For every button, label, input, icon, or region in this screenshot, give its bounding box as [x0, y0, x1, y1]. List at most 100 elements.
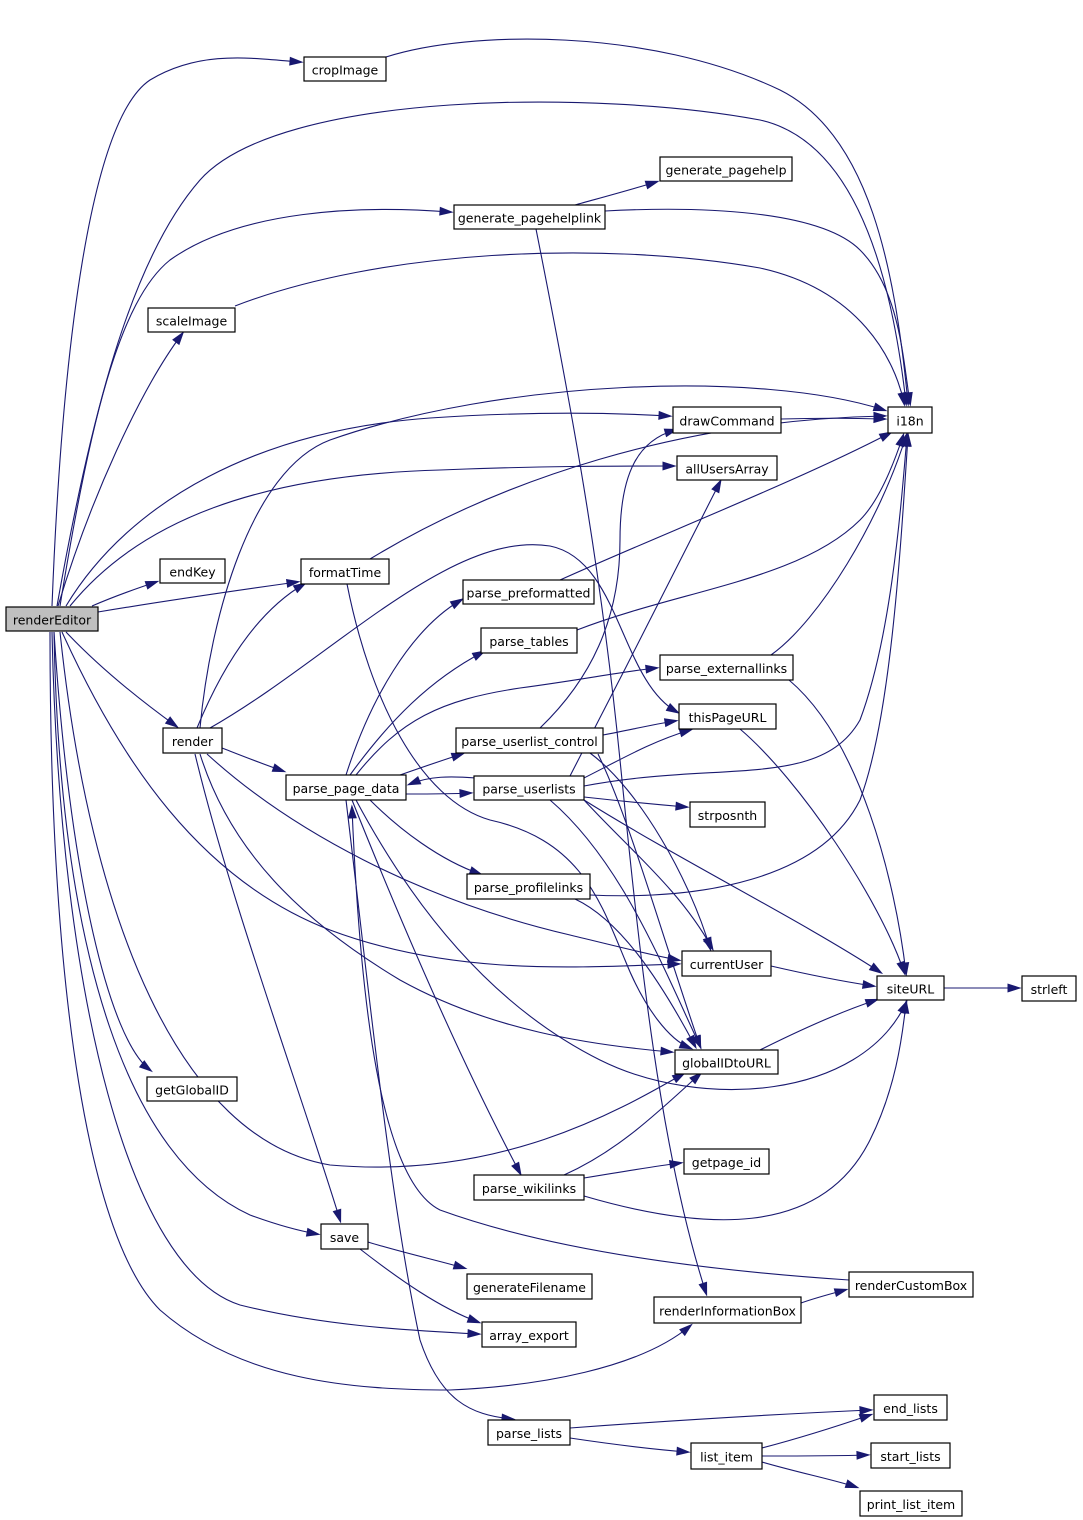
edge-line	[604, 208, 911, 404]
node-parse_lists[interactable]: parse_lists	[487, 1419, 571, 1446]
node-box	[859, 1490, 963, 1517]
edge-arrowhead	[452, 1260, 468, 1270]
node-formatTime[interactable]: formatTime	[300, 558, 390, 585]
node-parse_profilelinks[interactable]: parse_profilelinks	[466, 873, 591, 900]
node-box	[672, 406, 782, 434]
edge-line	[569, 1409, 871, 1429]
edge-currentUser-to-siteURL	[770, 965, 877, 989]
edge-arrowhead	[679, 1323, 693, 1337]
edge-line	[770, 435, 907, 656]
node-siteURL[interactable]: siteURL	[876, 975, 945, 1001]
edge-arrowhead	[903, 391, 913, 407]
node-allUsersArray[interactable]: allUsersArray	[676, 455, 778, 481]
edge-line	[788, 679, 907, 974]
node-generateFilename[interactable]: generateFilename	[466, 1273, 593, 1300]
edge-parse_preformatted-to-i18n	[559, 431, 894, 581]
node-parse_preformatted[interactable]: parse_preformatted	[462, 579, 595, 605]
edge-render-to-i18n	[199, 385, 888, 729]
edge-line	[367, 1241, 465, 1269]
edge-formatTime-to-i18n	[369, 411, 888, 560]
node-parse_userlists[interactable]: parse_userlists	[473, 775, 585, 801]
node-box	[159, 558, 226, 584]
node-box	[689, 801, 766, 828]
node-print_list_item[interactable]: print_list_item	[859, 1490, 963, 1517]
node-scaleImage[interactable]: scaleImage	[147, 307, 236, 333]
node-getGlobalID[interactable]: getGlobalID	[146, 1076, 238, 1102]
node-render[interactable]: render	[162, 727, 223, 754]
edge-line	[49, 631, 691, 1391]
edge-arrowhead	[645, 664, 660, 674]
edge-parse_userlists-to-strposnth	[583, 796, 690, 811]
node-cropImage[interactable]: cropImage	[303, 56, 387, 82]
node-renderInformationBox[interactable]: renderInformationBox	[653, 1296, 802, 1324]
node-globalIDtoURL[interactable]: globalIDtoURL	[674, 1049, 779, 1075]
node-box	[681, 950, 772, 977]
edge-arrowhead	[439, 206, 454, 216]
node-end_lists[interactable]: end_lists	[873, 1394, 948, 1421]
node-box	[147, 307, 236, 333]
node-renderEditor[interactable]: renderEditor	[5, 606, 99, 632]
node-label: renderCustomBox	[855, 1278, 967, 1293]
node-currentUser[interactable]: currentUser	[681, 950, 772, 977]
node-list_item[interactable]: list_item	[690, 1442, 763, 1470]
node-drawCommand[interactable]: drawCommand	[672, 406, 782, 434]
edge-line	[194, 753, 341, 1221]
edge-formatTime-to-globalIDtoURL	[346, 583, 694, 1050]
node-label: getpage_id	[692, 1155, 761, 1170]
node-parse_wikilinks[interactable]: parse_wikilinks	[473, 1174, 585, 1201]
node-array_export[interactable]: array_export	[481, 1321, 577, 1348]
edge-arrowhead	[896, 960, 906, 976]
node-getpage_id[interactable]: getpage_id	[683, 1148, 770, 1175]
edge-line	[59, 208, 451, 607]
edge-line	[53, 631, 151, 1071]
node-strposnth[interactable]: strposnth	[689, 801, 766, 828]
node-box	[1021, 975, 1077, 1002]
node-save[interactable]: save	[320, 1223, 369, 1250]
edge-arrowhead	[864, 998, 880, 1008]
edge-parse_externallinks-to-i18n	[770, 432, 908, 656]
node-i18n[interactable]: i18n	[887, 406, 933, 434]
edge-line	[61, 631, 679, 968]
edge-line	[569, 1437, 688, 1453]
node-label: endKey	[169, 565, 216, 580]
node-label: parse_externallinks	[666, 661, 787, 676]
edge-arrowhead	[667, 959, 682, 969]
node-renderCustomBox[interactable]: renderCustomBox	[848, 1271, 974, 1298]
node-box	[462, 579, 595, 605]
edge-render-to-formatTime	[196, 582, 308, 729]
edge-line	[351, 799, 521, 1174]
node-parse_userlist_control[interactable]: parse_userlist_control	[455, 727, 604, 754]
edge-arrowhead	[138, 1060, 153, 1073]
node-endKey[interactable]: endKey	[159, 558, 226, 584]
node-parse_page_data[interactable]: parse_page_data	[285, 774, 407, 801]
edge-parse_lists-to-end_lists	[569, 1405, 874, 1429]
node-box	[848, 1271, 974, 1298]
edge-list_item-to-start_lists	[761, 1450, 871, 1460]
edge-siteURL-to-strleft	[944, 983, 1022, 993]
node-label: save	[330, 1230, 360, 1245]
edge-scaleImage-to-i18n	[234, 252, 907, 407]
edge-renderEditor-to-allUsersArray	[69, 461, 677, 607]
node-generate_pagehelplink[interactable]: generate_pagehelplink	[453, 204, 606, 230]
edge-arrowhead	[449, 598, 465, 610]
edge-arrowhead	[662, 461, 677, 471]
node-parse_tables[interactable]: parse_tables	[480, 627, 578, 654]
edge-generate_pagehelplink-to-generate_pagehelp	[574, 180, 660, 206]
edge-line	[199, 753, 672, 1053]
edge-line	[589, 752, 711, 949]
node-label: globalIDtoURL	[682, 1056, 771, 1071]
node-label: render	[172, 734, 214, 749]
node-strleft[interactable]: strleft	[1021, 975, 1077, 1002]
node-generate_pagehelp[interactable]: generate_pagehelp	[659, 156, 793, 182]
node-start_lists[interactable]: start_lists	[870, 1442, 951, 1469]
edge-render-to-save	[194, 753, 342, 1224]
edge-arrowhead	[289, 56, 304, 66]
edge-render-to-currentUser	[206, 753, 682, 963]
edge-arrowhead	[897, 391, 907, 407]
node-label: parse_tables	[489, 634, 568, 649]
node-thisPageURL[interactable]: thisPageURL	[678, 703, 777, 730]
edge-renderEditor-to-array_export	[51, 631, 482, 1338]
node-box	[690, 1442, 763, 1470]
node-parse_externallinks[interactable]: parse_externallinks	[659, 654, 794, 681]
edge-arrowhead	[844, 1479, 860, 1489]
